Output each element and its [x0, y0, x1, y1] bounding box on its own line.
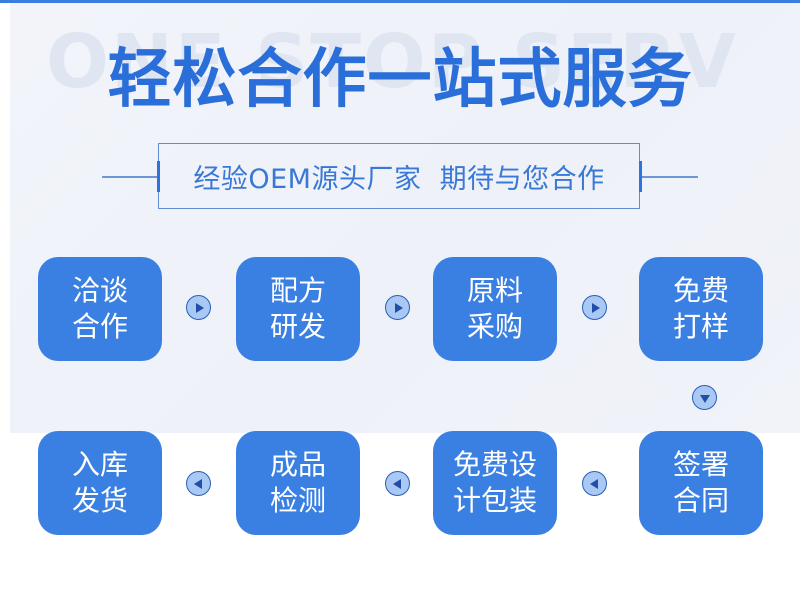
watermark-text: ONE STOP SERV: [46, 19, 738, 105]
play-right-icon: [582, 295, 607, 320]
step-label-line2: 合同: [672, 484, 729, 517]
step-label-line1: 配方: [269, 274, 326, 307]
subtitle-line-right: [642, 176, 698, 178]
step-label-line1: 成品: [269, 448, 326, 481]
play-right-icon: [385, 295, 410, 320]
step-free-sample: 免费 打样: [639, 257, 763, 361]
play-right-icon: [186, 295, 211, 320]
step-label-line1: 洽谈: [71, 274, 128, 307]
top-accent-bar: [0, 0, 800, 3]
play-left-icon: [186, 471, 211, 496]
step-label-line2: 计包装: [452, 484, 537, 517]
play-left-icon: [385, 471, 410, 496]
play-down-icon: [692, 385, 717, 410]
step-label-line2: 合作: [71, 310, 128, 343]
step-label-line2: 采购: [466, 310, 523, 343]
play-left-icon: [582, 471, 607, 496]
step-free-package-design: 免费设 计包装: [433, 431, 557, 535]
step-sign-contract: 签署 合同: [639, 431, 763, 535]
subtitle-line-left: [102, 176, 158, 178]
step-formula-rd: 配方 研发: [236, 257, 360, 361]
page-title: 轻松合作一站式服务: [107, 43, 693, 117]
step-label-line2: 检测: [269, 484, 326, 517]
step-label-line1: 免费设: [452, 448, 537, 481]
subtitle-accent-right: [639, 161, 642, 192]
step-label-line1: 入库: [71, 448, 128, 481]
subtitle: 经验OEM源头厂家 期待与您合作: [193, 163, 605, 195]
step-quality-inspection: 成品 检测: [236, 431, 360, 535]
step-negotiate: 洽谈 合作: [38, 257, 162, 361]
step-label-line1: 签署: [672, 448, 729, 481]
subtitle-accent-left: [157, 161, 160, 192]
step-label-line2: 打样: [672, 310, 729, 343]
step-label-line2: 研发: [269, 310, 326, 343]
header-background-panel: [10, 3, 800, 433]
step-material-purchase: 原料 采购: [433, 257, 557, 361]
step-warehouse-shipping: 入库 发货: [38, 431, 162, 535]
step-label-line2: 发货: [71, 484, 128, 517]
step-label-line1: 原料: [466, 274, 523, 307]
step-label-line1: 免费: [672, 274, 729, 307]
